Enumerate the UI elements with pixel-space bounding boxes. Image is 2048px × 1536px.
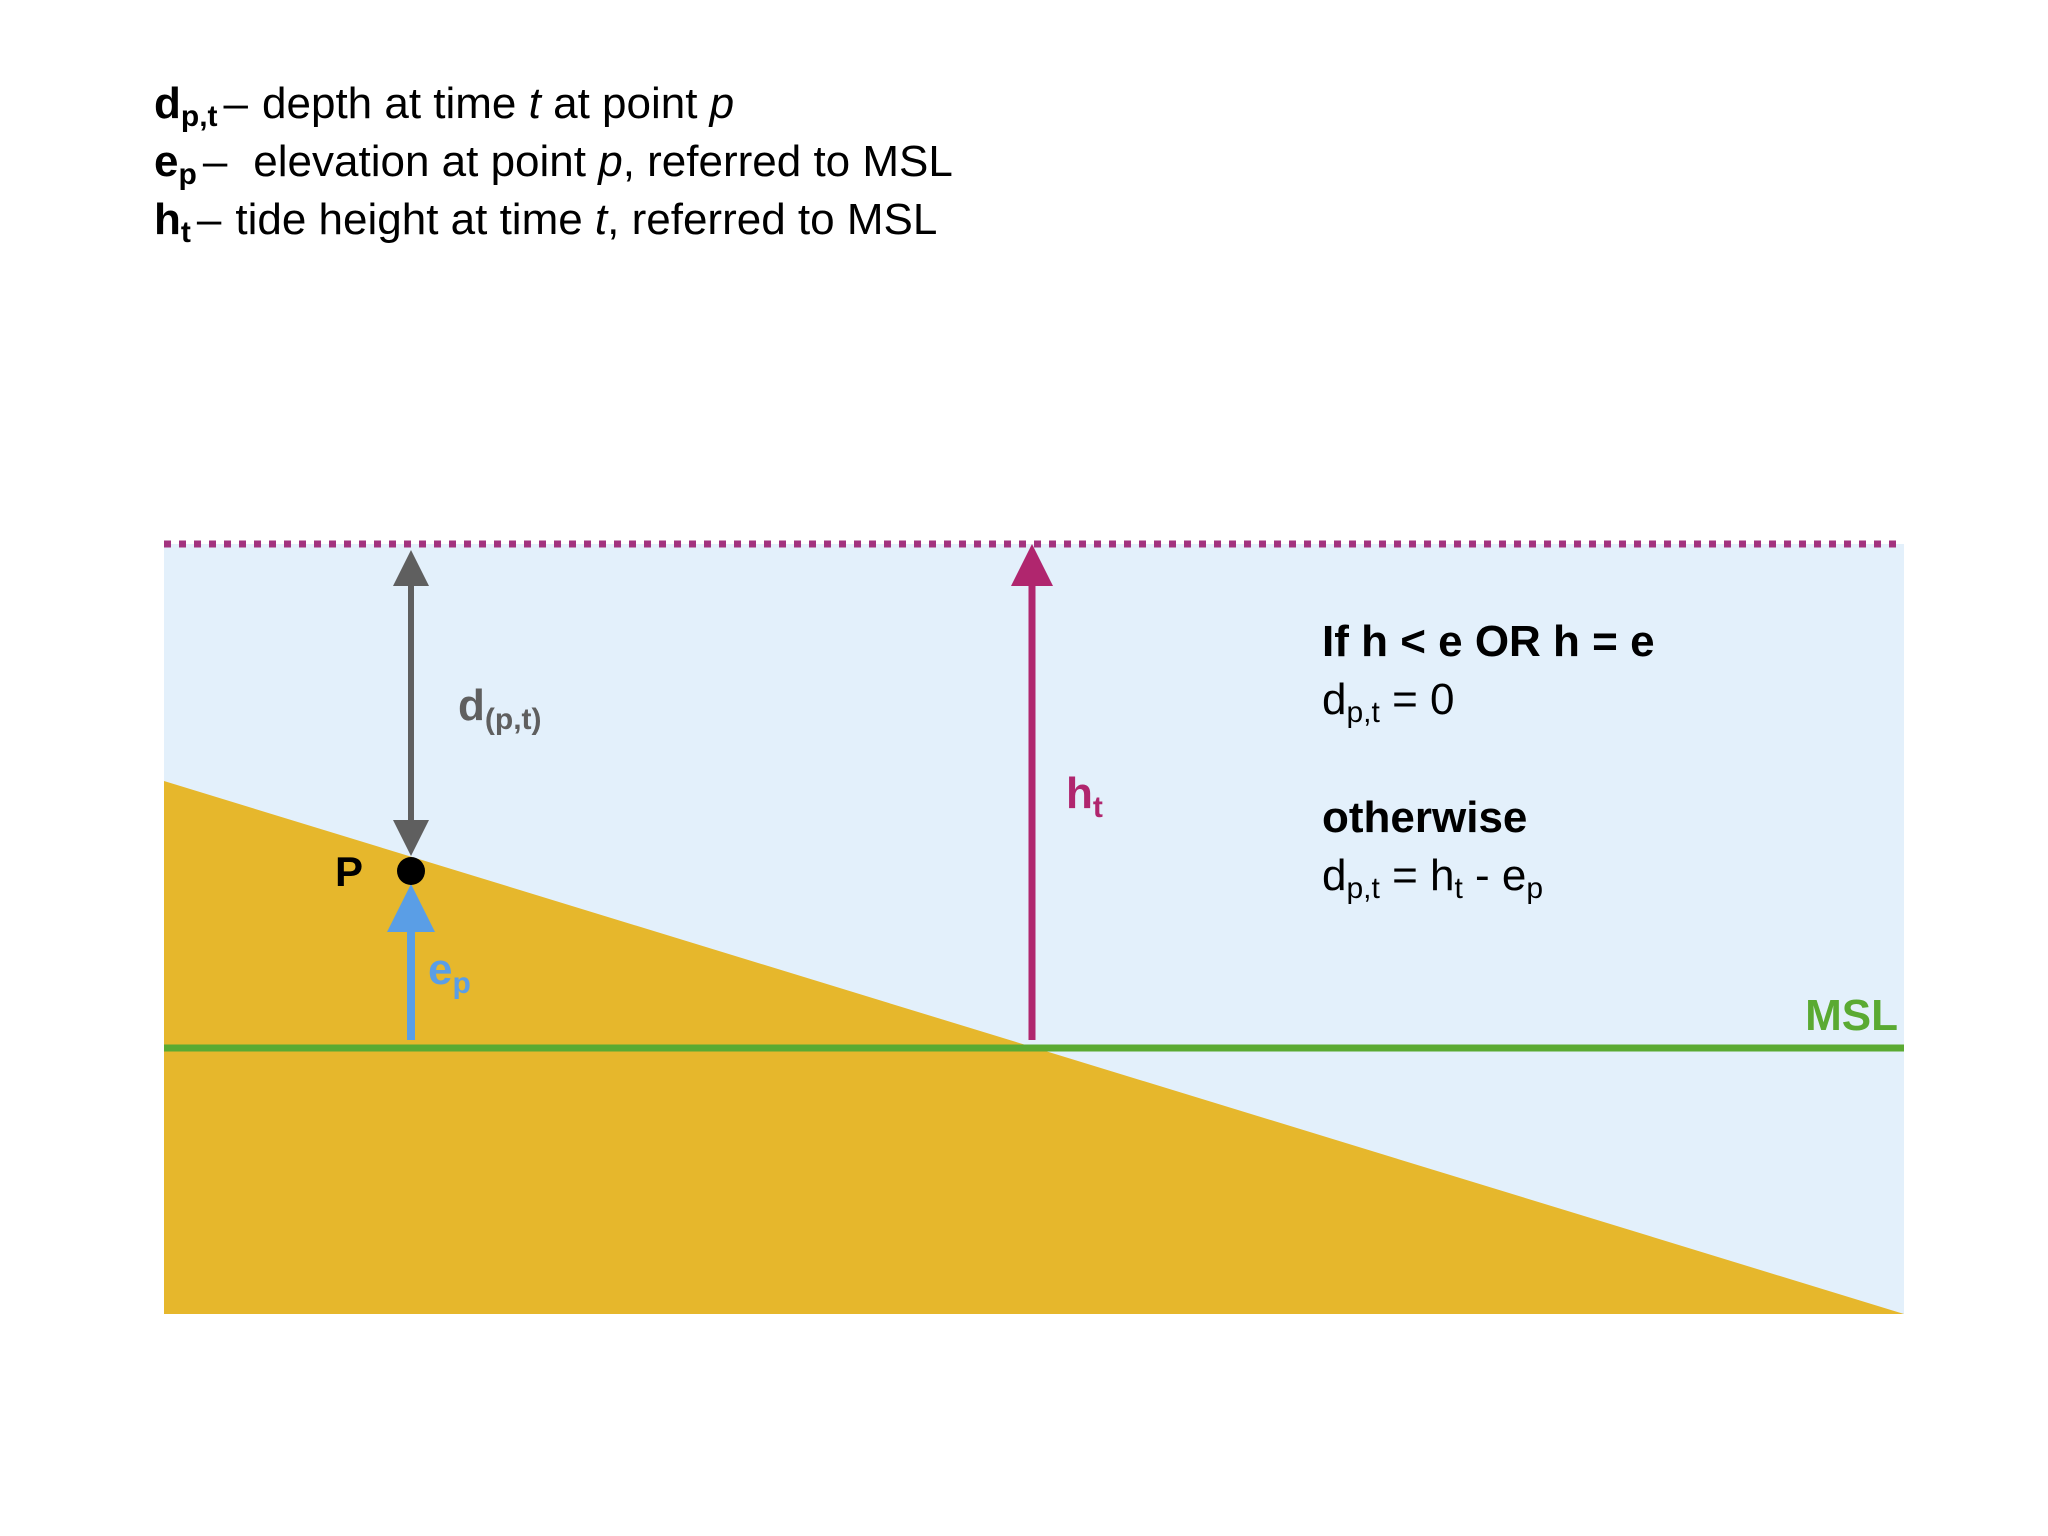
legend-dash: – [196,195,222,244]
tide-label: ht [1066,769,1103,824]
legend-depth: dp,t–depth at time t at point p [154,79,735,133]
point-marker [397,857,425,885]
legend-tide: ht–tide height at time t, referred to MS… [154,195,938,249]
legend-dash: – [202,137,228,186]
rule-condition: If h < e OR h = e [1322,617,1655,666]
msl-label: MSL [1805,991,1898,1040]
rule-result-formula: dp,t = ht - ep [1322,851,1543,905]
legend-tide-symbol: h [154,195,181,244]
point-label: P [335,848,363,895]
legend-depth-subscript: p,t [180,100,218,133]
elevation-label: ep [428,945,471,1000]
legend-depth-symbol: d [154,79,181,128]
legend-elevation: ep–elevation at point p, referred to MSL [154,137,953,191]
rule-otherwise: otherwise [1322,793,1527,842]
legend-elevation-symbol: e [154,137,179,186]
legend-dash: – [223,79,249,128]
legend: dp,t–depth at time t at point p ep–eleva… [154,75,953,249]
rule-result-zero: dp,t = 0 [1322,675,1454,729]
legend-tide-subscript: t [180,216,191,249]
legend-elevation-subscript: p [178,158,197,191]
depth-label: d(p,t) [458,681,542,736]
